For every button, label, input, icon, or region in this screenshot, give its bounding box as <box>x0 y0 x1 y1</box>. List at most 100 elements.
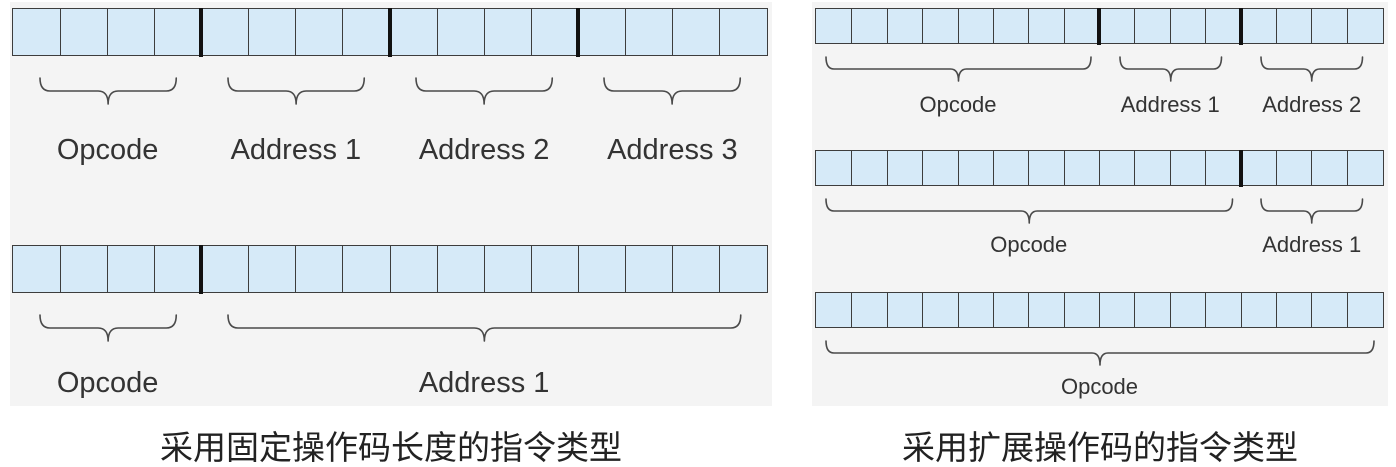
bit-cell <box>718 246 766 292</box>
bit-cell <box>295 246 342 292</box>
field-label-address-1: Address 1 <box>230 134 362 166</box>
bit-cell <box>1240 293 1276 327</box>
bit-cell <box>1028 293 1063 327</box>
bit-cell <box>922 293 957 327</box>
bit-cell <box>107 246 154 292</box>
field-brace <box>226 77 365 105</box>
bit-cell <box>1205 293 1240 327</box>
field-brace <box>415 77 554 105</box>
bit-cell <box>530 246 578 292</box>
field-label-opcode: Opcode <box>1060 374 1139 399</box>
bit-cell <box>577 246 625 292</box>
bit-cell <box>154 9 201 55</box>
bit-cell <box>1311 151 1346 185</box>
field-label-opcode: Opcode <box>990 232 1068 257</box>
bit-cell <box>107 9 154 55</box>
bit-cell <box>1169 9 1205 43</box>
bit-cell <box>851 151 886 185</box>
bit-cell <box>886 293 922 327</box>
bit-cell <box>201 9 248 55</box>
bit-cell <box>671 246 719 292</box>
instruction-word <box>815 7 1384 45</box>
bit-cell <box>671 9 719 55</box>
bit-cell <box>1063 293 1099 327</box>
bit-cell <box>389 9 437 55</box>
bit-cell <box>1134 151 1169 185</box>
field-brace <box>226 314 742 342</box>
bit-cell <box>483 246 531 292</box>
instruction-word <box>12 7 768 57</box>
field-brace <box>824 340 1375 366</box>
bit-cell <box>1346 293 1382 327</box>
bit-cell <box>816 9 851 43</box>
field-brace <box>1118 56 1222 82</box>
bit-cell <box>851 293 886 327</box>
fixed-opcode-caption: 采用固定操作码长度的指令类型 <box>160 428 622 467</box>
bit-cell <box>624 9 672 55</box>
field-brace <box>824 56 1092 82</box>
instruction-word <box>12 244 768 294</box>
bit-cell <box>1063 151 1099 185</box>
bit-cell <box>992 293 1028 327</box>
bit-cell <box>1346 9 1382 43</box>
bit-cell <box>886 151 922 185</box>
bit-cell <box>1169 151 1205 185</box>
bit-cell <box>1099 9 1134 43</box>
bit-cell <box>1028 9 1063 43</box>
bit-cell <box>342 9 389 55</box>
field-label-address-1: Address 1 <box>1120 92 1220 117</box>
field-divider <box>575 7 580 57</box>
bit-cell <box>60 9 107 55</box>
bit-cell <box>816 293 851 327</box>
field-brace <box>1260 56 1364 82</box>
bit-cell <box>342 246 389 292</box>
bit-cell <box>1134 293 1169 327</box>
bit-cell <box>1240 151 1276 185</box>
bit-cell <box>13 246 60 292</box>
field-brace <box>603 77 742 105</box>
bit-cell <box>1275 151 1311 185</box>
bit-cell <box>1134 9 1169 43</box>
bit-cell <box>1099 293 1134 327</box>
instruction-word <box>815 292 1384 328</box>
bit-cell <box>248 9 295 55</box>
field-divider <box>1238 7 1243 45</box>
bit-cell <box>992 151 1028 185</box>
bit-cell <box>1275 293 1311 327</box>
field-label-address-1: Address 1 <box>1262 232 1362 257</box>
field-brace <box>824 198 1233 224</box>
field-label-opcode: Opcode <box>56 134 159 166</box>
bit-cell <box>886 9 922 43</box>
bit-cell <box>389 246 437 292</box>
field-label-opcode: Opcode <box>919 92 997 117</box>
field-label-address-2: Address 2 <box>418 134 550 166</box>
field-brace <box>38 77 177 105</box>
field-brace <box>38 314 177 342</box>
field-brace <box>1260 198 1364 224</box>
bit-cell <box>1099 151 1134 185</box>
bit-cell <box>957 151 993 185</box>
bit-cell <box>60 246 107 292</box>
bit-cell <box>1205 9 1240 43</box>
bit-cell <box>1063 9 1099 43</box>
field-divider <box>1097 7 1101 45</box>
bit-cell <box>436 9 484 55</box>
bit-cell <box>816 151 851 185</box>
field-label-opcode: Opcode <box>56 367 159 399</box>
bit-cell <box>957 293 993 327</box>
expanding-opcode-caption: 采用扩展操作码的指令类型 <box>902 428 1298 467</box>
field-label-address-2: Address 2 <box>1262 92 1362 117</box>
bit-cell <box>530 9 578 55</box>
field-label-address-3: Address 3 <box>607 134 738 166</box>
bit-cell <box>154 246 201 292</box>
field-label-address-1: Address 1 <box>418 367 550 399</box>
bit-cell <box>922 9 957 43</box>
bit-cell <box>1311 9 1346 43</box>
bit-cell <box>851 9 886 43</box>
bit-cell <box>1240 9 1276 43</box>
bit-cell <box>295 9 342 55</box>
bit-cell <box>718 9 766 55</box>
field-divider <box>387 7 392 57</box>
